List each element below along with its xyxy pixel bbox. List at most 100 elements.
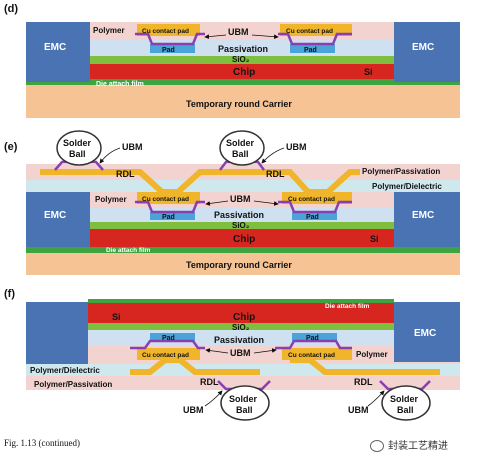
- watermark: 封装工艺精进: [370, 437, 448, 452]
- panel-e-si-label: Si: [370, 234, 379, 244]
- panel-f-polymer-label: Polymer: [356, 350, 388, 359]
- panel-e-solder-ball-2-line2: Ball: [232, 149, 249, 159]
- panel-f-ubm-inner-1: [130, 339, 205, 350]
- panel-f-solder-ball-1-line1: Solder: [229, 394, 258, 404]
- panel-f-polymer-dielectric-label: Polymer/Dielectric: [30, 366, 100, 375]
- panel-f-polymer-passivation-label: Polymer/Passivation: [34, 380, 112, 389]
- panel-f-pad-1-label: Pad: [162, 335, 175, 342]
- panel-f-sio2-label: SiO₂: [232, 323, 250, 332]
- panel-d-cu-pad-1: [137, 24, 200, 36]
- panel-f-solder-ball-2: [381, 385, 431, 421]
- panel-d-ubm-1: [135, 32, 205, 46]
- panel-d-pad-1-label: Pad: [162, 47, 175, 54]
- wechat-icon: [370, 440, 384, 452]
- panel-f-pad-2-label: Pad: [306, 335, 319, 342]
- panel-f-cu-pad-2-label: Cu contact pad: [288, 352, 335, 359]
- panel-e-sio2-layer: [90, 222, 394, 229]
- panel-e-emc-left-label: EMC: [44, 210, 66, 221]
- panel-f-cu-pad-1-label: Cu contact pad: [142, 352, 189, 359]
- panel-e-rdl-1: [40, 169, 225, 195]
- panel-d-chip-label: Chip: [233, 67, 255, 78]
- panel-e-emc-right-label: EMC: [412, 210, 434, 221]
- panel-f-rdl-2-label: RDL: [354, 377, 373, 387]
- panel-e-die-attach: [26, 247, 460, 253]
- panel-f-solder-ball-1: [220, 385, 270, 421]
- panel-e-tag: (e): [4, 141, 18, 153]
- panel-d-emc-left-label: EMC: [44, 42, 66, 53]
- panel-e-pad-2: [292, 212, 337, 220]
- panel-d-cu-pad-1-label: Cu contact pad: [142, 28, 189, 35]
- panel-e-rdl-2: [220, 169, 360, 195]
- panel-f-ubm-inner-2: [275, 339, 352, 350]
- panel-e-ubm-inner-label: UBM: [230, 194, 251, 204]
- panel-e-solder-ball-2: [219, 130, 265, 166]
- panel-f-emc-right-label: EMC: [414, 328, 436, 339]
- panel-f-pad-1: [150, 333, 195, 341]
- panel-d-polymer-label: Polymer: [93, 26, 125, 35]
- panel-f-passivation-label: Passivation: [214, 335, 264, 345]
- panel-e-carrier-label: Temporary round Carrier: [186, 260, 292, 270]
- panel-f-emc-left: [26, 302, 88, 364]
- panel-e-ubm-1-label: UBM: [122, 142, 143, 152]
- panel-f: (f) Solder Ball Solder: [4, 288, 460, 421]
- panel-f-rdl-1: [130, 357, 260, 375]
- panel-e-polymer-label: Polymer: [95, 195, 127, 204]
- panel-e-solder-ball-1-line2: Ball: [69, 149, 86, 159]
- panel-e-chip: [90, 229, 394, 247]
- panel-e-cu-pad-2: [282, 192, 352, 204]
- panel-f-cu-pad-1: [137, 348, 200, 360]
- panel-e-cu-pad-1: [137, 192, 200, 204]
- panel-d-die-attach-label: Die attach film: [96, 81, 144, 88]
- panel-e-rdl-2-label: RDL: [266, 169, 285, 179]
- panel-f-solder-ball-1-line2: Ball: [236, 405, 253, 415]
- panel-e-solder-ball-1-line1: Solder: [63, 138, 92, 148]
- panel-f-ubm-inner-label: UBM: [230, 348, 251, 358]
- panel-e-ubm-inner-2: [278, 200, 352, 214]
- panel-d-emc-right: [394, 22, 460, 82]
- panel-f-sio2-layer: [88, 323, 394, 330]
- panel-d-sio2-label: SiO₂: [232, 55, 250, 64]
- panel-d-si-label: Si: [364, 67, 373, 77]
- panel-e-pad-1-label: Pad: [162, 214, 175, 221]
- panel-e-chip-label: Chip: [233, 234, 255, 245]
- panel-e-polymer-passivation-label: Polymer/Passivation: [362, 167, 440, 176]
- watermark-text: 封装工艺精进: [388, 441, 448, 452]
- panel-f-chip-label: Chip: [233, 312, 255, 323]
- panel-e-ubm-inner-1: [135, 200, 205, 214]
- figure-caption: Fig. 1.13 (continued): [4, 438, 80, 448]
- panel-f-die-attach: [88, 299, 394, 303]
- panel-f-pad-2: [292, 333, 337, 341]
- panel-d-ubm-label: UBM: [228, 27, 249, 37]
- panel-e-passivation-label: Passivation: [214, 210, 264, 220]
- panel-d-sio2-layer: [90, 56, 394, 64]
- panel-e-die-attach-label: Die attach film: [106, 247, 151, 254]
- panel-f-tag: (f): [4, 288, 15, 300]
- panel-e-pad-1: [150, 212, 195, 220]
- panel-f-rdl-2: [290, 357, 440, 375]
- panel-f-solder-ball-2-line1: Solder: [390, 394, 419, 404]
- panel-d-pad-1: [150, 44, 195, 53]
- panel-d-emc-left: [26, 22, 90, 82]
- panel-f-polymer-passivation-layer: [26, 376, 460, 390]
- panel-d-cu-pad-2: [280, 24, 352, 36]
- panel-e-carrier: [26, 253, 460, 275]
- panel-e-emc-left: [26, 192, 90, 247]
- panel-e-solder-ball-1: [56, 130, 102, 166]
- panel-f-ubm-2-label: UBM: [348, 405, 369, 415]
- panel-e: (e) Solder Ball Solder Ball: [4, 130, 460, 275]
- panel-e-cu-pad-1-label: Cu contact pad: [142, 196, 189, 203]
- panel-e-cu-pad-2-label: Cu contact pad: [288, 196, 335, 203]
- panel-d-chip: [90, 64, 394, 79]
- panel-f-si-label: Si: [112, 312, 121, 322]
- panel-d: (d) EMC EMC Polymer Cu contact pad Cu co…: [4, 3, 460, 118]
- panel-f-ubm-1-label: UBM: [183, 405, 204, 415]
- panel-e-ubm-2-label: UBM: [286, 142, 307, 152]
- panel-f-die-attach-label: Die attach film: [325, 303, 370, 310]
- panel-d-die-attach: [26, 79, 460, 85]
- panel-e-sio2-label: SiO₂: [232, 221, 250, 230]
- panel-d-cu-pad-2-label: Cu contact pad: [286, 28, 333, 35]
- panel-d-pad-2: [290, 44, 335, 53]
- panel-e-emc-right: [394, 192, 460, 247]
- panel-d-tag: (d): [4, 3, 18, 15]
